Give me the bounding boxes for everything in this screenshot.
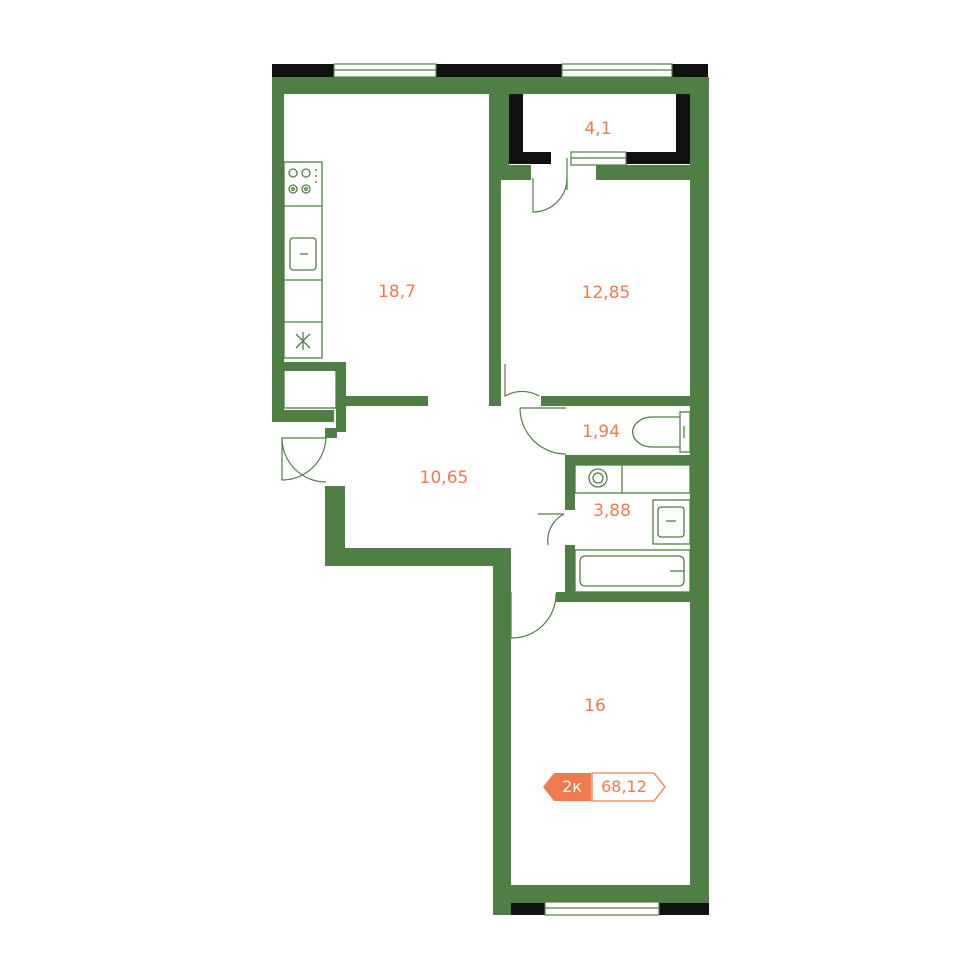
toilet-icon [632, 411, 691, 453]
area-hallway: 10,65 [419, 468, 469, 488]
bathroom-fixtures [574, 464, 691, 593]
sink-icon [289, 237, 317, 271]
windows [333, 63, 673, 916]
bathtub-icon [574, 549, 691, 593]
area-balcony: 4,1 [584, 119, 612, 139]
badge-room-count: 2к [562, 777, 582, 796]
kitchen-fixtures [283, 161, 337, 409]
badge-total-area: 68,12 [601, 777, 647, 796]
stove-icon [288, 168, 317, 194]
closet [283, 369, 337, 409]
area-bedroom-1: 12,85 [581, 283, 631, 303]
washbasin-icon [652, 499, 691, 545]
doors [281, 158, 568, 639]
area-bathroom: 3,88 [593, 501, 631, 521]
boiler-icon [588, 468, 608, 488]
area-bedroom-2: 16 [584, 696, 606, 716]
area-toilet: 1,94 [582, 422, 620, 442]
walls [272, 77, 709, 915]
badge-shape [543, 772, 666, 802]
area-kitchen: 18,7 [378, 282, 416, 302]
fan-icon [295, 332, 311, 350]
apartment-badge: 2к 68,12 [542, 772, 666, 802]
